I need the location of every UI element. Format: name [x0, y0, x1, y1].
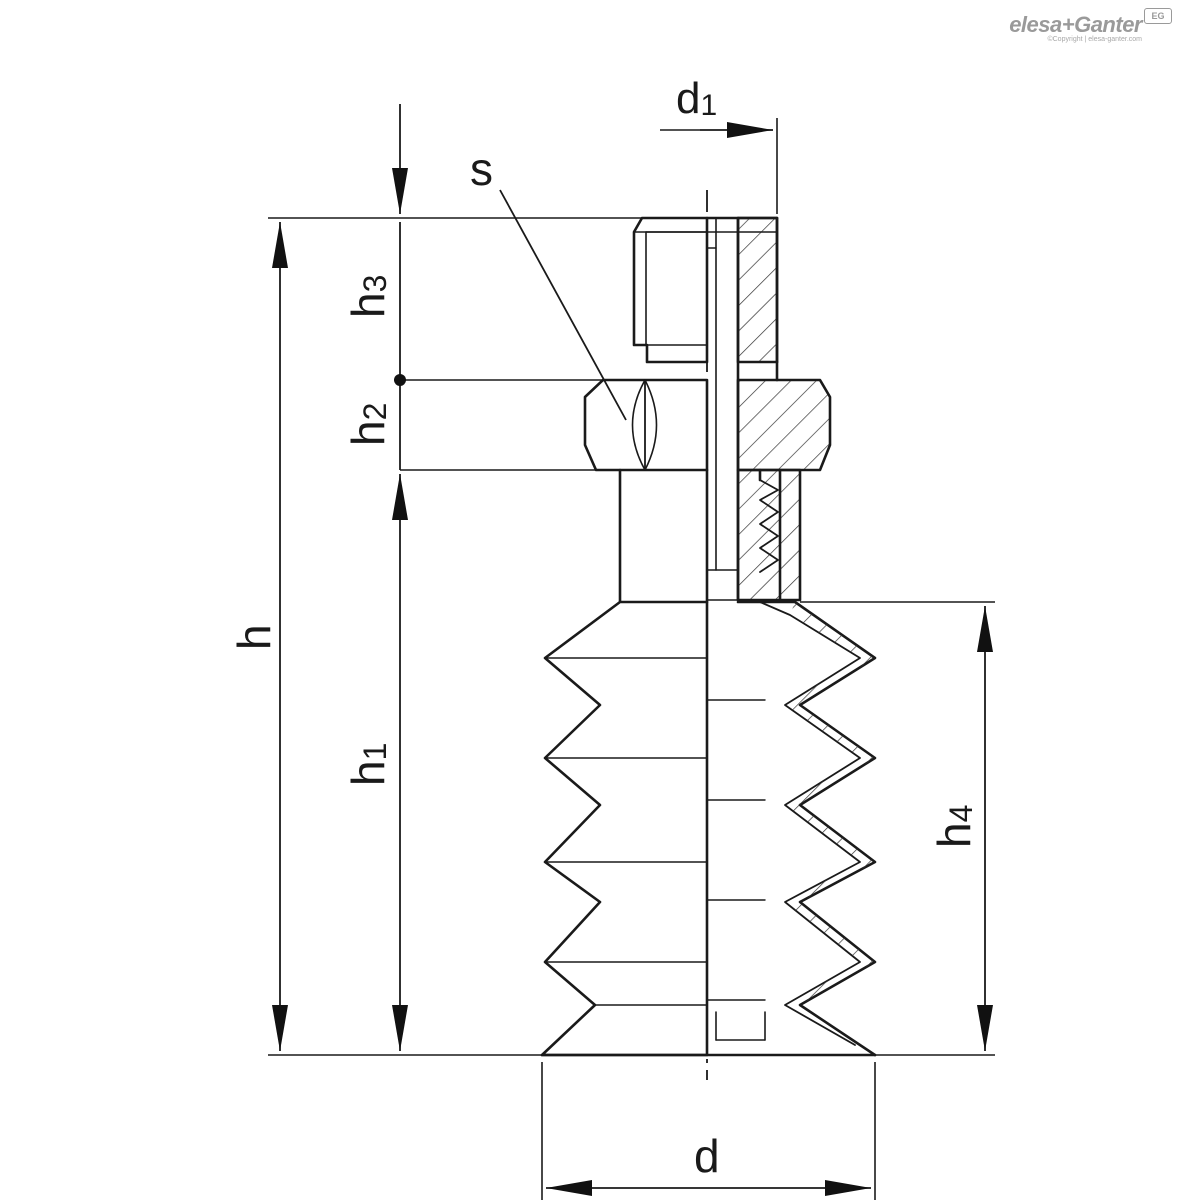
threaded-stud	[632, 216, 709, 364]
label-h: h	[228, 624, 280, 650]
reference-dot	[394, 374, 406, 386]
brand-logo-text: elesa+Ganter	[1009, 12, 1142, 37]
label-h3: h3	[342, 275, 394, 318]
hex-nut	[583, 378, 709, 472]
extension-lines	[268, 118, 995, 1200]
brand-badge: EG	[1144, 8, 1172, 24]
label-s: s	[470, 143, 493, 195]
label-d: d	[694, 1130, 720, 1182]
label-d1: d1	[676, 74, 717, 123]
bellows-left	[540, 600, 709, 1057]
brand-logo: elesa+Ganter EG ©Copyright | elesa-gante…	[1009, 8, 1172, 43]
leader-line-s	[499, 189, 627, 421]
section-nut	[736, 360, 832, 472]
section-bellows-wall	[540, 600, 877, 1057]
brand-copyright: ©Copyright | elesa-ganter.com	[1047, 36, 1142, 43]
neck	[618, 468, 709, 604]
label-h2: h2	[342, 403, 394, 446]
center-bore	[706, 217, 717, 571]
section-neck	[706, 468, 802, 602]
label-h1: h1	[342, 743, 394, 786]
label-h4: h4	[928, 805, 980, 848]
